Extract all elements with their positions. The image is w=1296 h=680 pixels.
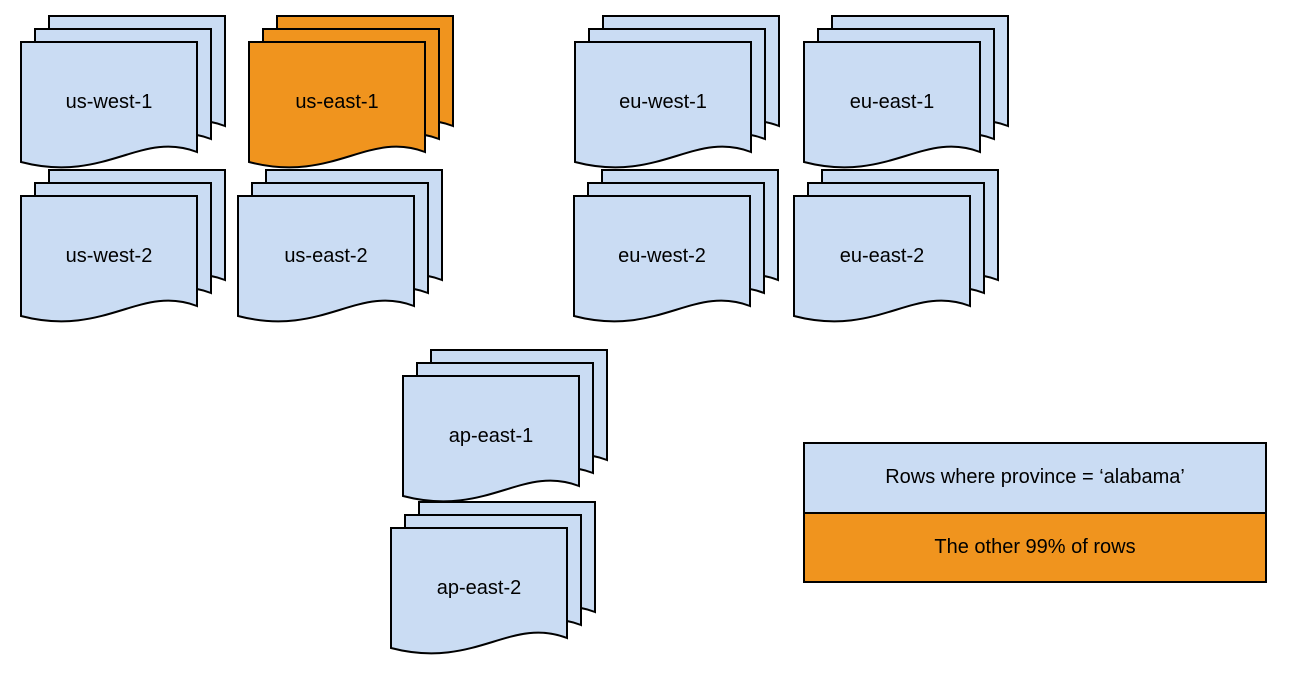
region-stack-ap-east-2: ap-east-2 bbox=[389, 500, 597, 662]
document-stack-icon bbox=[237, 169, 443, 323]
legend-item-other-rows: The other 99% of rows bbox=[805, 511, 1265, 581]
legend-box: Rows where province = ‘alabama’ The othe… bbox=[803, 442, 1267, 583]
document-stack-icon bbox=[390, 501, 596, 655]
region-stack-us-west-1: us-west-1 bbox=[19, 14, 227, 176]
region-stack-eu-west-1: eu-west-1 bbox=[573, 14, 781, 176]
region-stack-us-east-2: us-east-2 bbox=[236, 168, 444, 330]
document-stack-icon bbox=[402, 349, 608, 503]
region-stack-us-east-1: us-east-1 bbox=[247, 14, 455, 176]
region-stack-eu-east-1: eu-east-1 bbox=[802, 14, 1010, 176]
document-stack-icon bbox=[793, 169, 999, 323]
region-stack-eu-west-2: eu-west-2 bbox=[572, 168, 780, 330]
legend-label: The other 99% of rows bbox=[934, 535, 1136, 558]
document-stack-icon bbox=[574, 15, 780, 169]
document-stack-icon bbox=[20, 15, 226, 169]
document-stack-icon bbox=[573, 169, 779, 323]
region-stack-ap-east-1: ap-east-1 bbox=[401, 348, 609, 510]
document-stack-icon bbox=[248, 15, 454, 169]
legend-label: Rows where province = ‘alabama’ bbox=[885, 466, 1185, 489]
document-stack-icon bbox=[803, 15, 1009, 169]
region-stack-us-west-2: us-west-2 bbox=[19, 168, 227, 330]
document-stack-icon bbox=[20, 169, 226, 323]
region-stack-eu-east-2: eu-east-2 bbox=[792, 168, 1000, 330]
legend-item-alabama-rows: Rows where province = ‘alabama’ bbox=[805, 444, 1265, 512]
